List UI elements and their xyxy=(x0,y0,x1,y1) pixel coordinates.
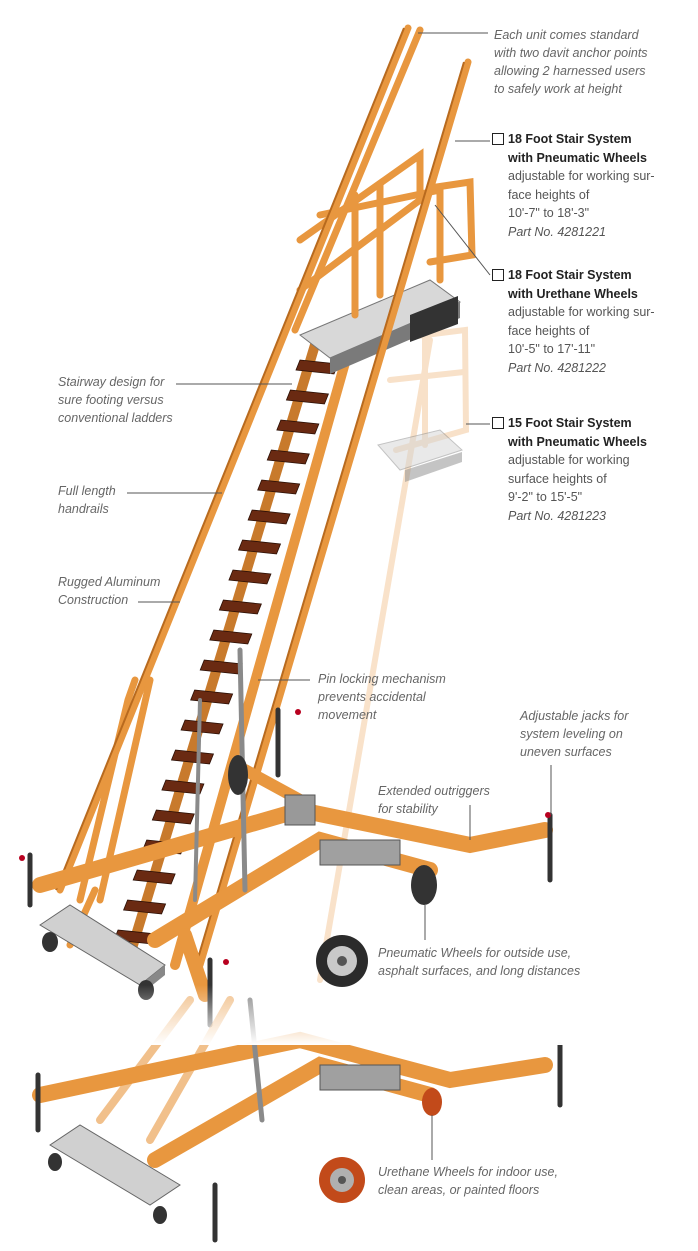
urethane-wheels xyxy=(48,1088,442,1224)
checkbox-icon xyxy=(492,269,504,281)
stair-tread xyxy=(228,569,272,585)
handrails-dark xyxy=(55,27,465,966)
stair-tread xyxy=(123,899,167,915)
ghost-15ft-platform xyxy=(377,429,463,482)
stair-tread xyxy=(257,479,301,495)
stairway-callout: Stairway design for sure footing versus … xyxy=(58,375,173,425)
stair-tread xyxy=(180,719,224,735)
jack-handles xyxy=(19,709,551,965)
product-description: adjustable for working sur- face heights… xyxy=(508,169,655,220)
product-part-number: Part No. 4281222 xyxy=(508,360,606,375)
product-part-number: Part No. 4281223 xyxy=(508,508,606,523)
product-description: adjustable for working surface heights o… xyxy=(508,453,630,504)
stair-tread xyxy=(170,749,215,765)
pneumatic-wheel-inset xyxy=(316,935,368,987)
urethane-wheels-callout: Urethane Wheels for indoor use, clean ar… xyxy=(378,1165,558,1197)
product-18ft-pneumatic: 18 Foot Stair System with Pneumatic Whee… xyxy=(492,130,688,241)
stair-tread xyxy=(161,779,205,795)
product-title: 15 Foot Stair System with Pneumatic Whee… xyxy=(508,416,647,449)
stair-tread xyxy=(295,359,339,375)
base-frame xyxy=(32,647,553,1002)
ghost-15ft-railing xyxy=(317,326,470,983)
product-18ft-urethane: 18 Foot Stair System with Urethane Wheel… xyxy=(492,266,688,377)
top-platform xyxy=(299,279,462,374)
jacks-callout: Adjustable jacks for system leveling on … xyxy=(520,709,629,759)
product-title: 18 Foot Stair System with Pneumatic Whee… xyxy=(508,132,647,165)
stair-tread xyxy=(218,599,262,615)
aluminum-callout: Rugged Aluminum Construction xyxy=(58,575,161,607)
product-15ft-pneumatic: 15 Foot Stair System with Pneumatic Whee… xyxy=(492,414,688,525)
stair-tread xyxy=(237,539,282,555)
leader-lines xyxy=(127,32,552,1160)
stair-tread xyxy=(151,809,195,825)
stair-tread xyxy=(199,659,243,675)
urethane-jacks xyxy=(35,1042,563,1243)
stair-tread xyxy=(276,419,320,435)
stair-tread xyxy=(266,449,310,465)
reflection-fade xyxy=(0,985,698,1045)
product-part-number: Part No. 4281221 xyxy=(508,224,606,239)
urethane-wheel-inset xyxy=(319,1157,365,1203)
pneumatic-wheels-callout: Pneumatic Wheels for outside use, asphal… xyxy=(378,946,581,978)
handrails-callout: Full length handrails xyxy=(58,484,116,516)
stair-tread xyxy=(190,689,234,705)
stair-tread xyxy=(209,629,253,645)
outriggers-callout: Extended outriggers for stability xyxy=(378,784,490,816)
stair-tread xyxy=(132,869,176,885)
pin-lock-callout: Pin locking mechanism prevents accidenta… xyxy=(318,672,446,722)
product-description: adjustable for working sur- face heights… xyxy=(508,305,655,356)
urethane-step-plate xyxy=(49,1124,181,1206)
checkbox-icon xyxy=(492,417,504,429)
stair-tread xyxy=(285,389,329,405)
stair-treads xyxy=(113,359,339,945)
checkbox-icon xyxy=(492,133,504,145)
product-title: 18 Foot Stair System with Urethane Wheel… xyxy=(508,268,638,301)
davit-callout: Each unit comes standard with two davit … xyxy=(494,28,648,96)
stair-tread xyxy=(247,509,291,525)
